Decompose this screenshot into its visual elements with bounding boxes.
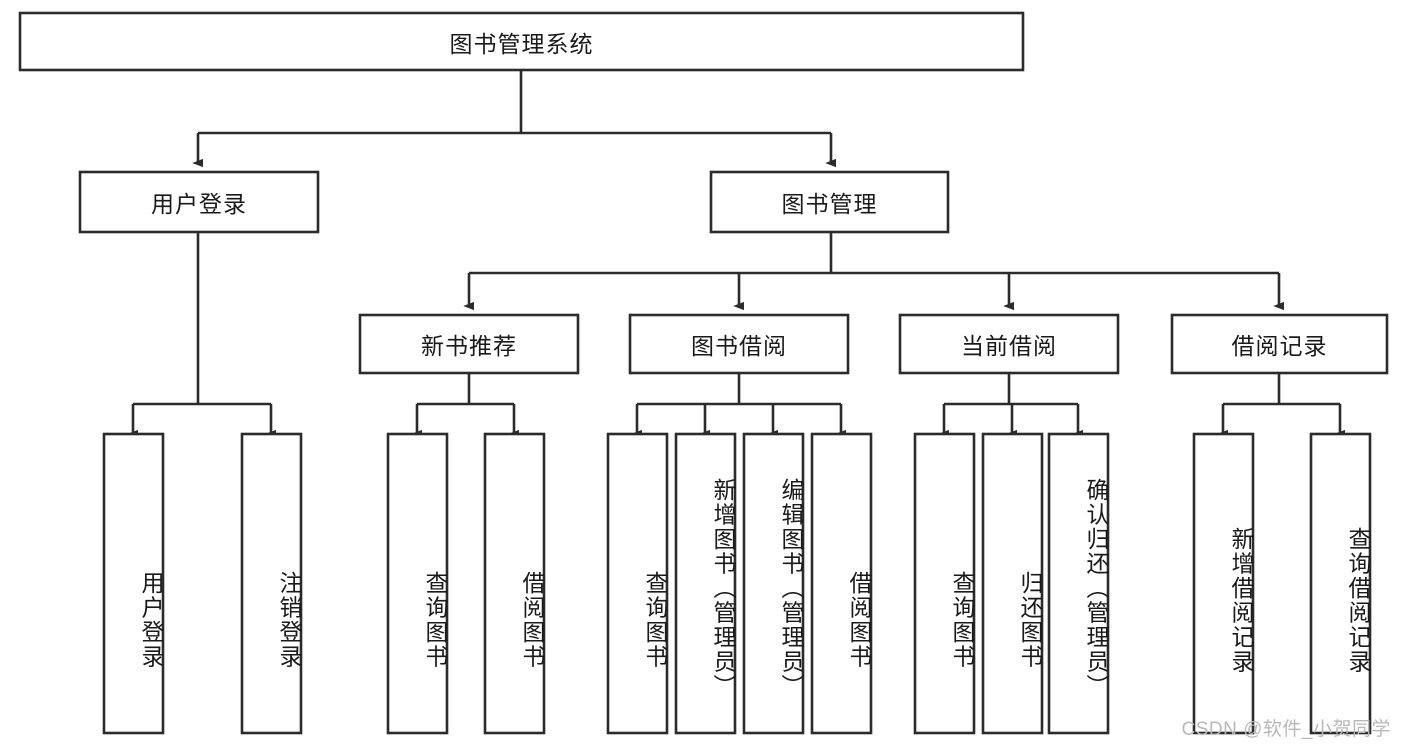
leaf-box-record-query[interactable]	[1309, 432, 1372, 735]
node-newbook-box[interactable]	[358, 313, 580, 375]
node-user-login-box[interactable]	[78, 170, 320, 234]
watermark-text: CSDN @软件_小贺同学	[1181, 719, 1391, 740]
leaf-box-borrow-lend[interactable]	[810, 432, 873, 735]
node-current-box[interactable]	[898, 313, 1120, 375]
leaf-box-current-query[interactable]	[913, 432, 976, 735]
leaf-box-newbook-borrow[interactable]	[483, 432, 546, 735]
leaf-box-current-return[interactable]	[981, 432, 1044, 735]
node-record-box[interactable]	[1170, 313, 1389, 375]
leaf-box-newbook-query[interactable]	[386, 432, 449, 735]
leaf-box-borrow-add[interactable]	[674, 432, 737, 735]
leaf-box-borrow-query[interactable]	[606, 432, 669, 735]
node-book-mgmt-box[interactable]	[709, 170, 950, 234]
leaf-box-record-add[interactable]	[1192, 432, 1255, 735]
leaf-box-current-confirm[interactable]	[1047, 432, 1110, 735]
node-root-box[interactable]	[18, 11, 1025, 72]
leaf-box-user-login[interactable]	[102, 432, 165, 735]
node-borrow-box[interactable]	[628, 313, 850, 375]
leaf-box-logout[interactable]	[240, 432, 303, 735]
leaf-box-borrow-edit[interactable]	[742, 432, 805, 735]
